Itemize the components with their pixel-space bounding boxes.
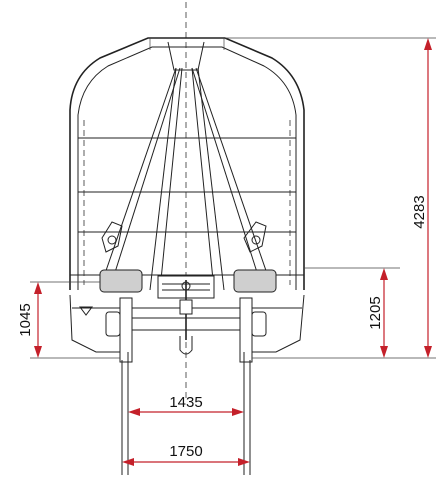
floor-height-label: 1205 — [367, 296, 384, 329]
tie-bar-right-outer — [195, 67, 273, 289]
coupler-rod-top — [181, 281, 191, 291]
arrow-total-bottom — [424, 346, 432, 358]
tie-bar-center-right-b — [197, 67, 225, 291]
track-gauge-label: 1435 — [169, 394, 202, 411]
arrow-floor-top — [380, 268, 388, 280]
hook-right — [243, 221, 267, 253]
bogie-block-left — [99, 269, 143, 293]
tie-bar-left-inner — [109, 67, 181, 289]
lower-skirt — [69, 294, 305, 353]
roof-hatch — [167, 41, 205, 71]
axle-box-right — [251, 311, 267, 337]
arrow-span-right — [238, 458, 250, 466]
arrow-floor-bottom — [380, 346, 388, 358]
wheel-left — [119, 297, 133, 363]
hook-left — [101, 221, 123, 253]
wheel-right — [239, 297, 253, 363]
hook-right-ring — [251, 235, 261, 245]
coupler-rod-hook — [179, 336, 193, 355]
axle-box-left — [105, 311, 121, 337]
roof-outer-profile — [69, 37, 305, 290]
tie-bar-center-left-b — [159, 67, 183, 291]
roof-inner-profile — [77, 46, 297, 290]
coupler-rod-block — [179, 299, 193, 315]
wheel-span-label: 1750 — [169, 443, 202, 460]
arrow-total-top — [424, 38, 432, 50]
arrow-span-left — [122, 458, 134, 466]
tie-bar-left-outer — [99, 67, 177, 289]
arrow-gauge-left — [128, 408, 140, 416]
bogie-block-right — [233, 269, 277, 293]
arrow-side-bottom — [34, 346, 42, 358]
side-height-label: 1045 — [17, 303, 34, 336]
arrow-side-top — [34, 282, 42, 294]
total-height-label: 4283 — [411, 195, 428, 228]
marker-triangle — [79, 306, 93, 316]
tie-bar-center-right-a — [191, 67, 215, 291]
tie-bar-center-left-a — [149, 67, 177, 291]
arrow-gauge-right — [232, 408, 244, 416]
hook-left-ring — [107, 235, 117, 245]
